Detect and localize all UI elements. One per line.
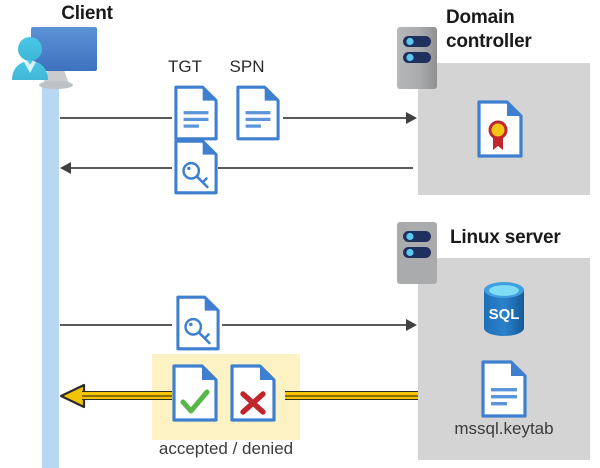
client-lifeline <box>42 84 59 468</box>
tgt-document-icon <box>174 85 218 141</box>
message-line-present-left <box>60 324 172 326</box>
sql-icon-label: SQL <box>489 306 520 323</box>
message-line-ticket-left <box>71 167 172 169</box>
denied-document-icon <box>230 364 276 422</box>
message-line-present-right <box>222 324 408 326</box>
accepted-denied-caption: accepted / denied <box>158 439 294 458</box>
domain-controller-title-line1: Domain <box>446 7 515 28</box>
server-icon <box>397 222 437 284</box>
key-document-icon <box>176 294 220 352</box>
client-monitor-user-icon <box>8 24 104 94</box>
arrow-head-to-client-ticket <box>60 162 71 174</box>
spn-label: SPN <box>229 57 265 76</box>
domain-controller-title: Domain controller <box>446 6 596 54</box>
yellow-arrow-segment-left <box>82 391 172 400</box>
linux-server-title: Linux server <box>450 227 561 248</box>
sql-database-icon: SQL <box>481 281 527 342</box>
accepted-document-icon <box>172 364 218 422</box>
message-line-tgt-spn-left <box>60 117 172 119</box>
certificate-document-icon <box>477 100 523 158</box>
message-line-tgt-spn-right <box>283 117 408 119</box>
keytab-filename-label: mssql.keytab <box>454 419 554 438</box>
keytab-document-icon <box>481 360 527 418</box>
message-line-ticket-right <box>218 167 413 169</box>
spn-document-icon <box>236 85 280 141</box>
key-document-icon <box>174 139 218 195</box>
yellow-arrow-segment-right <box>285 391 418 400</box>
arrow-head-to-domain-controller <box>406 112 417 124</box>
client-title: Client <box>61 3 113 24</box>
tgt-label: TGT <box>168 57 202 76</box>
domain-controller-title-line2: controller <box>446 31 532 52</box>
server-icon <box>397 27 437 89</box>
arrow-head-to-linux-server <box>406 319 417 331</box>
